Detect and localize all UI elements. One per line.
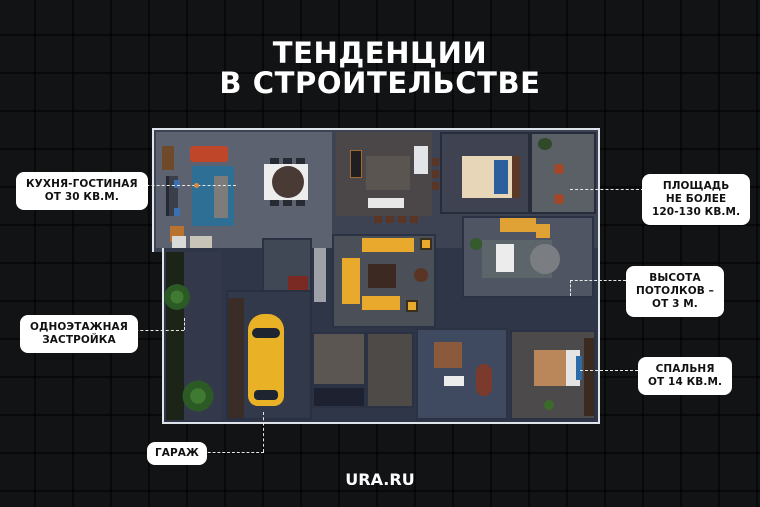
bedroom-plant (544, 400, 554, 410)
dining-chairs-bottom (270, 200, 306, 206)
living-sofa-left (342, 258, 360, 304)
callout-single-story: ОДНОЭТАЖНАЯ ЗАСТРОЙКА (20, 315, 138, 353)
palm-tree-2 (180, 378, 216, 414)
callout-ceiling-line-3: ОТ 3 М. (652, 298, 698, 310)
callout-single-story-line-1: ОДНОЭТАЖНАЯ (30, 321, 128, 333)
lounge-yellow-chair (536, 224, 550, 238)
bedroom-wardrobe (584, 338, 594, 416)
red-sofa (190, 146, 228, 162)
study-chair-1 (554, 164, 564, 174)
callout-garage-line-1: ГАРАЖ (155, 447, 199, 459)
connector-garage-v (263, 412, 264, 452)
callout-area-line-2: НЕ БОЛЕЕ (665, 193, 727, 205)
connector-area (570, 189, 644, 190)
car-rear-window (254, 390, 278, 400)
connector-ceiling-v (570, 280, 571, 296)
callout-area-line-3: 120-130 КВ.М. (652, 206, 741, 218)
study-plant (538, 138, 552, 150)
connector-kitchen (126, 185, 236, 186)
study-chair-2 (554, 194, 564, 204)
callout-ceiling-line-1: ВЫСОТА (649, 272, 701, 284)
dining-lounge (416, 328, 508, 420)
callout-kitchen-line-1: КУХНЯ-ГОСТИНАЯ (26, 178, 138, 190)
blue-chair-1 (174, 180, 180, 188)
palm-tree-1 (162, 282, 192, 312)
callout-kitchen-living: КУХНЯ-ГОСТИНАЯ ОТ 30 КВ.М. (16, 172, 148, 210)
dining-lounge-table (444, 376, 464, 386)
wood-shelf (162, 146, 174, 170)
callout-area-line-1: ПЛОЩАДЬ (662, 180, 730, 192)
lounge-yellow-sofa (500, 218, 536, 232)
bathroom-1 (312, 332, 366, 386)
marker-kitchen (194, 183, 199, 188)
kitchen-counter-white (368, 198, 404, 208)
living-sofa-top (362, 238, 414, 252)
bed-top-headboard (512, 156, 520, 198)
dining-lounge-sofa (476, 364, 492, 396)
dining-table-round (272, 166, 304, 198)
storage (312, 386, 366, 408)
lounge-plant (470, 238, 482, 250)
lounge-white-table (496, 244, 514, 272)
floor-plan (152, 128, 600, 424)
title-line-2: В СТРОИТЕЛЬСТВЕ (219, 66, 541, 100)
car-windshield (252, 328, 280, 338)
lounge-round-rug (530, 244, 560, 274)
bathroom-2 (366, 332, 414, 408)
callout-garage: ГАРАЖ (147, 442, 207, 465)
connector-single-story-v (184, 318, 185, 330)
callout-kitchen-line-2: ОТ 30 КВ.М. (44, 191, 119, 203)
kitchen-dark-unit (350, 150, 362, 178)
callout-ceiling-line-2: ПОТОЛКОВ – (636, 285, 714, 297)
living-sofa-bottom (362, 296, 400, 310)
blue-chair-2 (174, 208, 180, 216)
fridge (414, 146, 428, 174)
callout-bedroom: СПАЛЬНЯ ОТ 14 КВ.М. (638, 357, 733, 395)
connector-single-story (120, 330, 184, 331)
living-armchair (414, 268, 428, 282)
living-side-table-1 (420, 238, 432, 250)
callout-bedroom-line-1: СПАЛЬНЯ (655, 363, 715, 375)
dining-chairs-top (270, 158, 306, 164)
connector-bedroom (580, 370, 638, 371)
brand-logo: URA.RU (345, 470, 415, 489)
bar-stools (374, 216, 420, 223)
callout-area: ПЛОЩАДЬ НЕ БОЛЕЕ 120-130 КВ.М. (642, 174, 751, 225)
callout-bedroom-line-2: ОТ 14 КВ.М. (648, 376, 723, 388)
callout-ceiling-height: ВЫСОТА ПОТОЛКОВ – ОТ 3 М. (626, 266, 724, 317)
connector-garage (198, 452, 264, 453)
white-appliance (172, 236, 186, 248)
dining-lounge-rug (434, 342, 462, 368)
title-line-1: ТЕНДЕНЦИИ (272, 36, 488, 70)
steel-appliance (314, 248, 326, 302)
kitchen-center (366, 156, 410, 190)
bed-top-pillows (494, 160, 508, 194)
kitchen-island (214, 176, 228, 218)
bar-stools-side (432, 158, 439, 192)
counter-unit (190, 236, 212, 248)
page-title: ТЕНДЕНЦИИ В СТРОИТЕЛЬСТВЕ (0, 38, 760, 98)
connector-ceiling (570, 280, 626, 281)
garage-wood-floor (228, 298, 244, 418)
living-side-table-2 (406, 300, 418, 312)
living-coffee-table (368, 264, 396, 288)
bedroom-pillows (576, 356, 582, 380)
callout-single-story-line-2: ЗАСТРОЙКА (42, 334, 116, 346)
